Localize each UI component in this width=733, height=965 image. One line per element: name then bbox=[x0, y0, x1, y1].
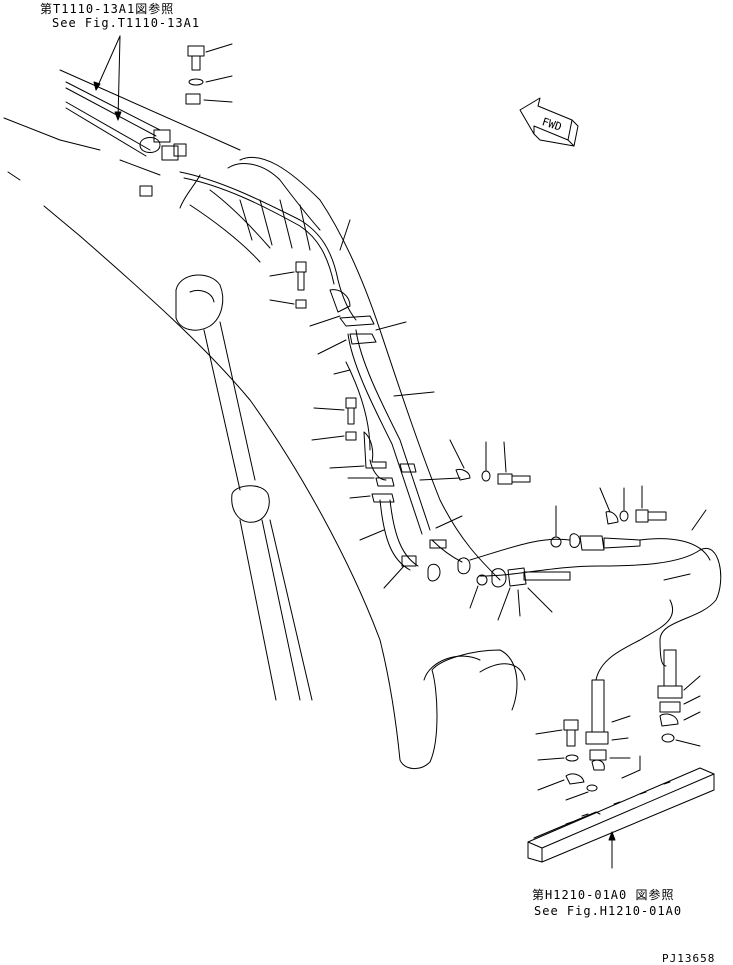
top-bolt bbox=[187, 43, 233, 71]
right-fitting-row-lower bbox=[427, 509, 707, 621]
upper-clamps bbox=[309, 219, 435, 397]
bottom-reference-en: See Fig.H1210-01A0 bbox=[534, 904, 683, 918]
top-reference-en: See Fig.T1110-13A1 bbox=[52, 16, 201, 30]
top-reference-arrows bbox=[93, 35, 122, 121]
boom-arm bbox=[3, 69, 526, 769]
right-fitting-row-upper bbox=[449, 439, 667, 551]
top-reference-jp: 第T1110-13A1図参照 bbox=[40, 2, 175, 16]
lower-right-fittings bbox=[585, 649, 701, 771]
top-clamp-set bbox=[65, 81, 187, 197]
mid-bolt-upper bbox=[269, 261, 307, 309]
hydraulic-cylinder bbox=[175, 274, 313, 701]
base-block bbox=[527, 755, 715, 869]
fwd-direction-arrow: FWD bbox=[519, 97, 579, 147]
bottom-reference-jp: 第H1210-01A0 図参照 bbox=[532, 888, 675, 902]
top-washer bbox=[188, 75, 233, 86]
mid-bolt-lower bbox=[311, 397, 463, 589]
top-block bbox=[185, 93, 233, 105]
boom-hoses bbox=[179, 171, 722, 681]
drawing-number: PJ13658 bbox=[662, 952, 716, 965]
bottom-bolt-cluster bbox=[535, 719, 598, 801]
fwd-label: FWD bbox=[540, 115, 563, 134]
